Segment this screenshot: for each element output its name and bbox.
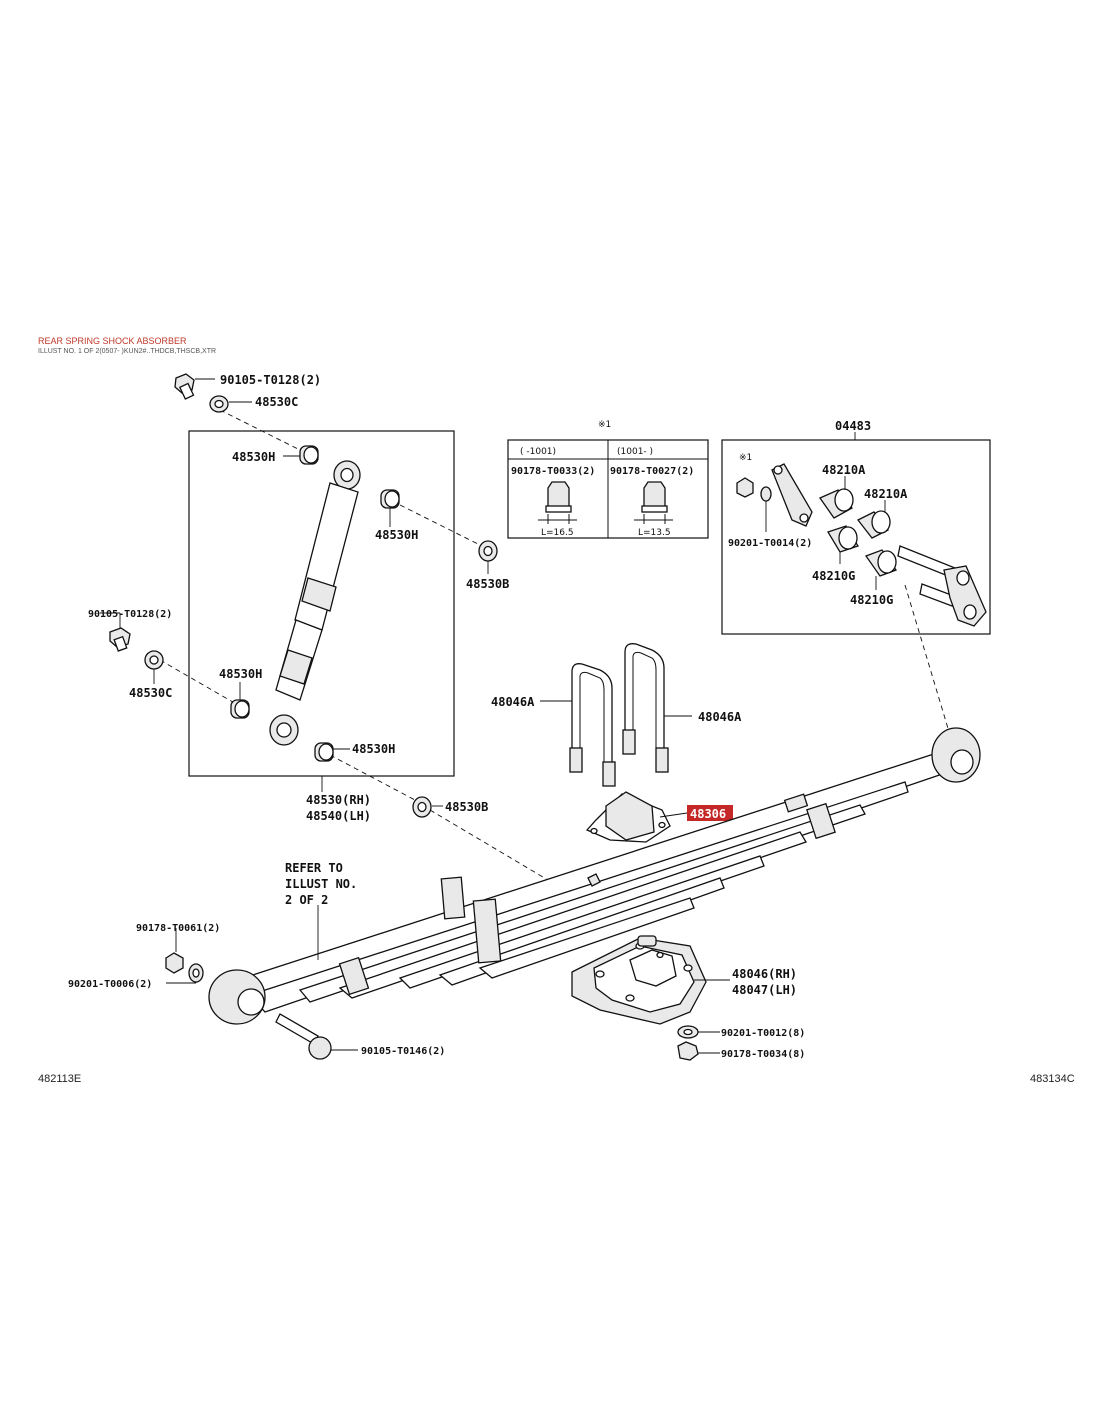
align-line-bushing-right [399,504,481,546]
label-48210a-2: 48210A [864,487,908,501]
label-48530b-1: 48530B [466,577,509,591]
bushing-a1-icon[interactable] [819,488,854,519]
nut-col2-icon [634,481,673,524]
bushing-g1-icon[interactable] [827,525,859,553]
label-48530h-1: 48530H [232,450,275,464]
diagram-title: REAR SPRING SHOCK ABSORBER [38,336,187,346]
label-48210g-1: 48210G [812,569,855,583]
align-line-bushing-left [159,659,239,706]
washer-top-icon[interactable] [209,395,229,413]
diagram-subtitle: ILLUST NO. 1 OF 2(0507- )KUN2#..THDCB,TH… [38,348,217,355]
label-48540-lh: 48540(LH) [306,809,371,823]
bolt-front-icon[interactable] [275,1013,332,1060]
plate-nut-icon[interactable] [677,1041,699,1061]
label-48530c-left: 48530C [129,686,172,700]
label-90178-t0034: 90178-T0034(8) [721,1049,805,1060]
nut-table-col1-length: L=16.5 [541,528,574,538]
label-48530h-4: 48530H [352,742,395,756]
plate-washer-icon[interactable] [677,1025,699,1039]
leader-48306 [659,812,688,818]
nut-table-note-mark: ※1 [598,420,611,430]
bolt-top-icon[interactable] [174,373,195,400]
bushing-lower-left-icon[interactable] [230,699,250,719]
shackle-plate-icon[interactable] [771,463,813,527]
footer-left-code: 482113E [38,1073,82,1085]
bolt-left-icon[interactable] [109,627,131,652]
align-line-shackle [904,584,951,736]
nut-front-icon[interactable] [165,952,184,974]
align-line-top [219,409,301,451]
washer-b-upper-icon[interactable] [478,540,498,562]
label-90178-t0061: 90178-T0061(2) [136,923,220,934]
nut-table-col1-part: 90178-T0033(2) [511,466,595,477]
label-04483: 04483 [835,419,871,433]
label-48046a-left: 48046A [491,695,535,709]
align-line-lower [329,754,416,801]
shock-absorber-group-box [188,430,455,777]
bushing-upper-left-icon[interactable] [299,445,319,465]
kit-nut-icon[interactable] [736,477,754,498]
shackle-kit-box [721,439,991,635]
nut-table-col2-header: (1001- ) [617,447,653,457]
washer-b-lower-icon[interactable] [412,796,432,818]
kit-note-mark: ※1 [739,453,752,463]
shackle-assy-icon[interactable] [897,545,987,627]
bushing-a2-icon[interactable] [857,510,891,539]
u-bolt-right-icon[interactable] [622,643,669,773]
washer-left-icon[interactable] [144,650,164,670]
label-48047-lh: 48047(LH) [732,983,797,997]
label-48046-rh: 48046(RH) [732,967,797,981]
label-48530b-2: 48530B [445,800,488,814]
washer-front-icon[interactable] [188,963,204,983]
label-48530h-3: 48530H [219,667,262,681]
label-90201-t0006: 90201-T0006(2) [68,979,152,990]
label-48210g-2: 48210G [850,593,893,607]
label-48530h-2: 48530H [375,528,418,542]
bushing-g2-icon[interactable] [864,549,898,577]
label-90201-t0012: 90201-T0012(8) [721,1028,805,1039]
label-48530c-top: 48530C [255,395,298,409]
label-90105-t0128-top: 90105-T0128(2) [220,373,321,387]
footer-right-code: 483134C [1030,1073,1075,1085]
leaf-spring-icon[interactable] [208,727,981,1025]
bump-stopper-icon[interactable] [585,791,671,843]
nut-table-col2-part: 90178-T0027(2) [610,466,694,477]
highlight-48306 [687,805,733,821]
label-90201-t0014: 90201-T0014(2) [728,538,812,549]
spring-seat-icon[interactable] [571,935,707,1025]
refer-line-3: 2 OF 2 [285,893,328,907]
refer-line-1: REFER TO [285,861,343,875]
u-bolt-left-icon[interactable] [569,663,616,787]
diagram-header: REAR SPRING SHOCK ABSORBER ILLUST NO. 1 … [38,336,216,357]
nut-table-col2-length: L=13.5 [638,528,671,538]
nut-col1-icon [538,481,577,524]
label-48210a-1: 48210A [822,463,866,477]
label-90105-t0128-left: 90105-T0128(2) [88,609,172,620]
label-90105-t0146: 90105-T0146(2) [361,1046,445,1057]
bushing-lower-right-icon[interactable] [314,742,334,762]
label-48530-rh: 48530(RH) [306,793,371,807]
bushing-upper-right-icon[interactable] [380,489,400,509]
label-48306[interactable]: 48306 [690,807,726,821]
nut-table-col1-header: ( -1001) [520,447,556,457]
refer-line-2: ILLUST NO. [285,877,357,891]
kit-washer-icon[interactable] [760,486,772,502]
label-48046a-right: 48046A [698,710,742,724]
shock-absorber-icon[interactable] [269,460,361,746]
